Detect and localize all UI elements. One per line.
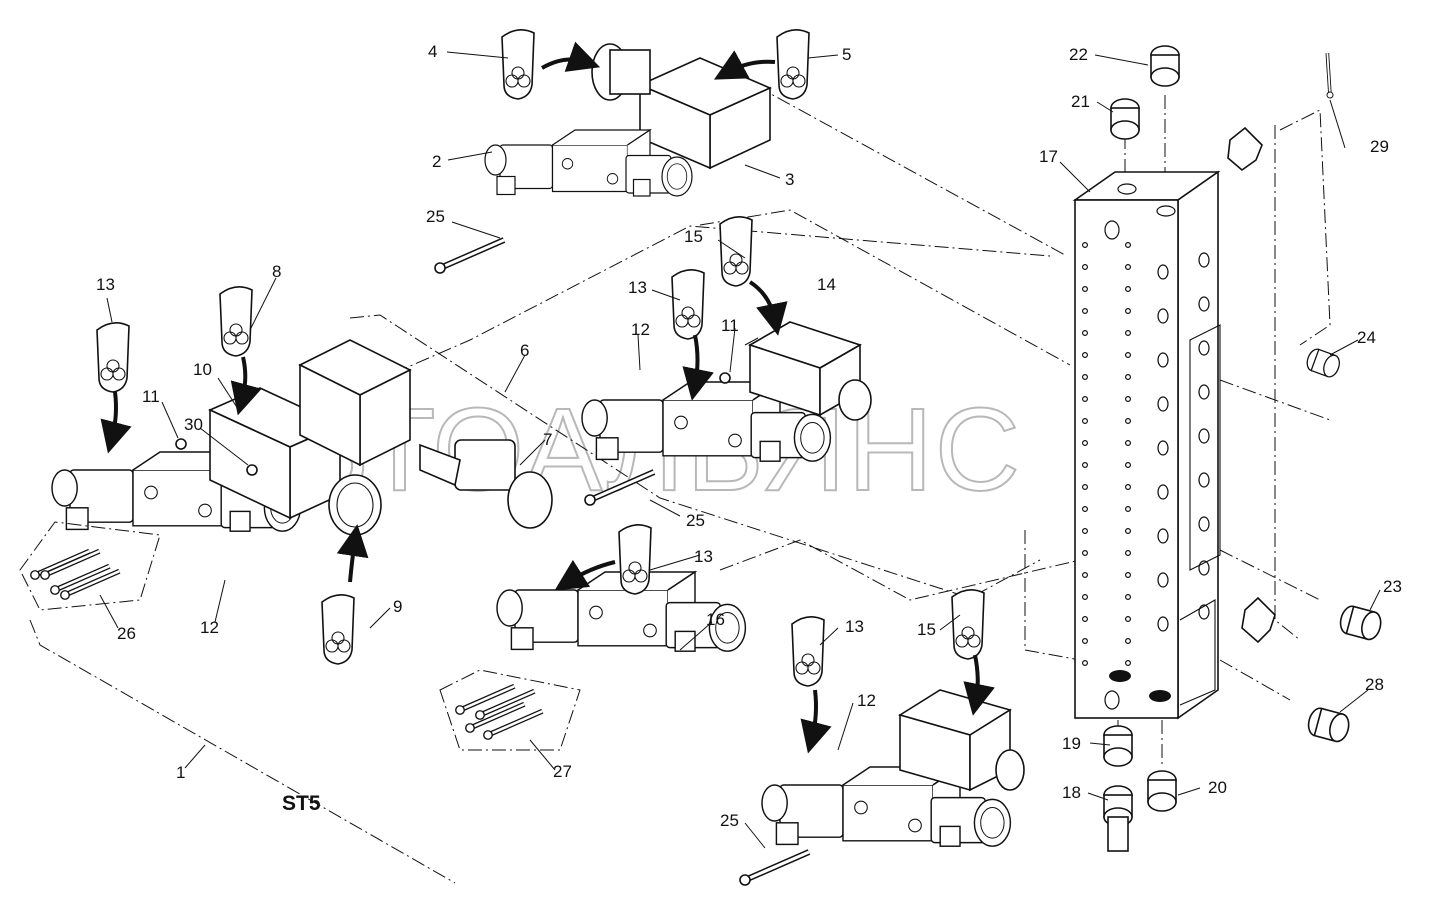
guide-line-j <box>1219 659 1291 701</box>
callout-8: 8 <box>272 262 281 281</box>
leader-lines <box>99 51 1381 849</box>
callout-26: 26 <box>117 624 136 643</box>
adhesive-tube-13-left <box>96 321 130 393</box>
callout-3: 3 <box>785 170 794 189</box>
callout-7: 7 <box>543 430 552 449</box>
callout-13: 13 <box>845 617 864 636</box>
fitting-23 <box>1336 603 1385 643</box>
callout-18: 18 <box>1062 783 1081 802</box>
screw-29 <box>1311 51 1348 101</box>
callout-25: 25 <box>426 207 445 226</box>
callout-24: 24 <box>1357 328 1376 347</box>
callout-22: 22 <box>1069 45 1088 64</box>
callout-30: 30 <box>184 415 203 434</box>
adhesive-tube-13-lower <box>618 523 652 595</box>
callout-19: 19 <box>1062 734 1081 753</box>
bracket-top <box>1227 126 1263 172</box>
bracket-bottom <box>1241 596 1276 644</box>
adhesive-tube-15-bottom <box>951 588 985 660</box>
guide-line-h <box>1219 379 1331 421</box>
callout-12: 12 <box>200 618 219 637</box>
arrow-15-bottom <box>963 654 995 716</box>
valve-15-bottom <box>898 689 1025 792</box>
solenoid-7 <box>419 439 553 529</box>
plug-20 <box>1147 770 1177 812</box>
callout-20: 20 <box>1208 778 1227 797</box>
fitting-18 <box>1103 785 1133 852</box>
arrow-15-upper <box>748 280 788 336</box>
callout-12: 12 <box>631 320 650 339</box>
callout-27: 27 <box>553 762 572 781</box>
bolt-25-bottom <box>740 852 809 885</box>
callout-9: 9 <box>393 597 402 616</box>
arrow-5 <box>713 50 776 80</box>
callout-25: 25 <box>686 511 705 530</box>
callout-5: 5 <box>842 45 851 64</box>
callout-15: 15 <box>684 227 703 246</box>
callout-2: 2 <box>432 152 441 171</box>
arrow-9 <box>336 524 369 583</box>
arrow-13-middle <box>682 334 714 401</box>
manifold-block <box>1072 170 1221 720</box>
guide-line-f <box>1279 109 1331 346</box>
assembly-code: ST5 <box>282 792 321 815</box>
pilot-block-3 <box>638 57 772 170</box>
cap-4 <box>591 43 651 101</box>
callout-25: 25 <box>720 811 739 830</box>
callout-13: 13 <box>96 275 115 294</box>
guide-line-k <box>1024 530 1081 661</box>
callout-4: 4 <box>428 42 437 61</box>
callout-17: 17 <box>1039 147 1058 166</box>
orifice-30 <box>246 464 258 476</box>
callout-28: 28 <box>1365 675 1384 694</box>
arrow-13-bottom <box>800 689 832 754</box>
callout-6: 6 <box>520 341 529 360</box>
adhesive-tube-5 <box>776 28 810 100</box>
arrow-13-lower <box>554 559 616 591</box>
fitting-22 <box>1150 45 1180 87</box>
callout-14: 14 <box>817 275 836 294</box>
callout-11: 11 <box>721 316 739 335</box>
callout-21: 21 <box>1071 92 1090 111</box>
callout-29: 29 <box>1370 137 1389 156</box>
arrow-8 <box>230 356 262 416</box>
bolt-25-top <box>435 240 504 273</box>
valve-body-upper-left <box>298 339 412 467</box>
orifice-11-left <box>175 438 187 450</box>
fitting-21 <box>1110 98 1140 140</box>
callout-12: 12 <box>857 691 876 710</box>
adhesive-tube-4 <box>501 28 535 100</box>
callout-15: 15 <box>917 620 936 639</box>
group-outline-1 <box>29 619 456 884</box>
callout-23: 23 <box>1383 577 1402 596</box>
fitting-28 <box>1304 705 1353 745</box>
arrow-13-left <box>100 391 132 454</box>
adhesive-tube-13-bottom <box>791 615 825 687</box>
guide-line-g <box>1274 125 1301 641</box>
cap-9 <box>328 474 382 536</box>
callout-13: 13 <box>694 547 713 566</box>
guide-line-b <box>349 314 1041 599</box>
arrow-4 <box>541 41 601 72</box>
guide-line-i <box>1219 549 1321 601</box>
bolt-set-26 <box>19 521 161 611</box>
orifice-11-middle <box>719 372 731 384</box>
guide-line-e <box>719 539 1081 601</box>
bolt-set-27 <box>439 669 581 751</box>
fitting-19 <box>1103 725 1133 767</box>
callout-1: 1 <box>176 763 185 782</box>
adhesive-tube-9 <box>321 593 355 665</box>
callout-13: 13 <box>628 278 647 297</box>
callout-11: 11 <box>142 387 160 406</box>
adhesive-tube-13-middle <box>671 268 705 340</box>
callout-10: 10 <box>193 360 212 379</box>
callout-16: 16 <box>706 610 725 629</box>
adhesive-tube-8 <box>219 285 253 357</box>
